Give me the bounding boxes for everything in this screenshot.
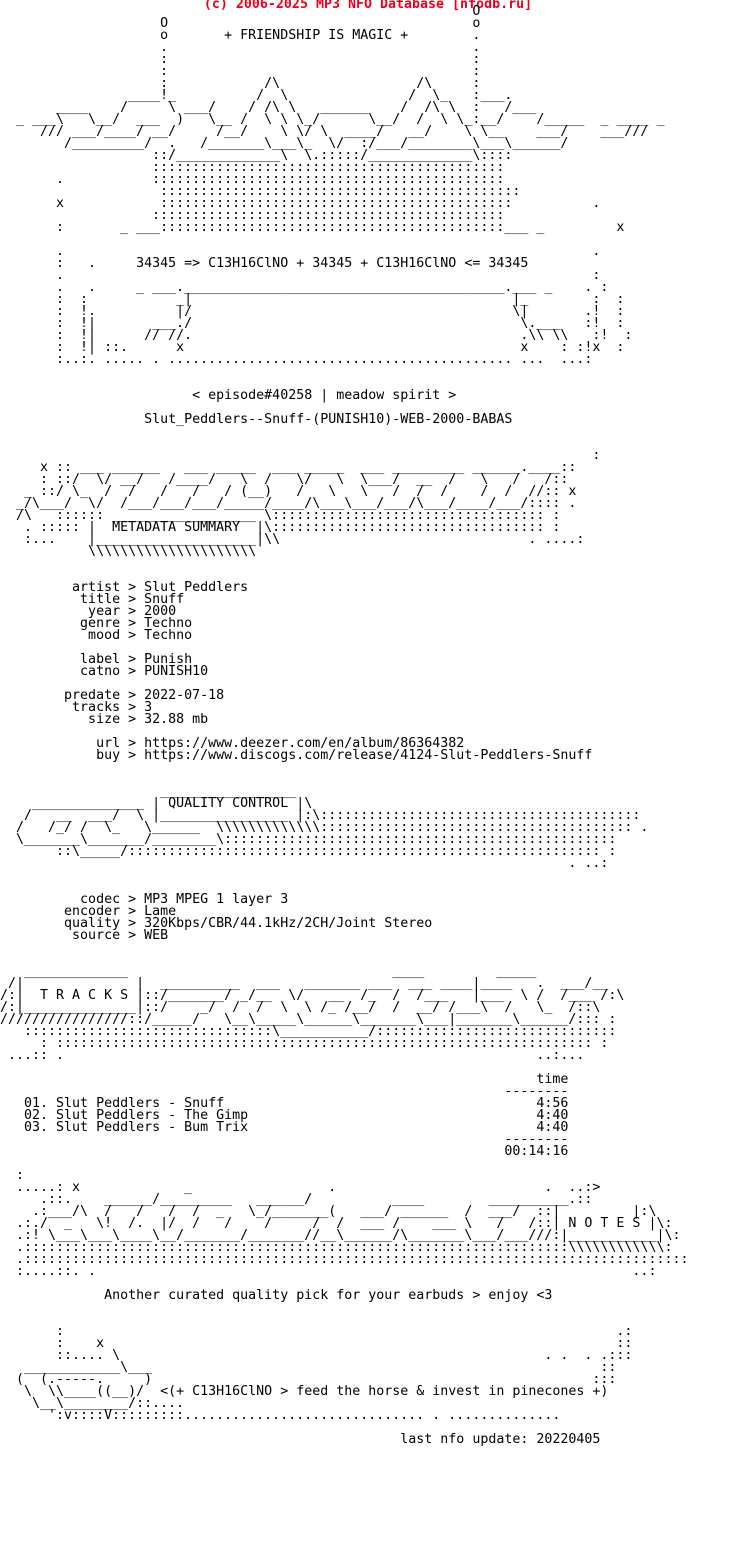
nfo-text-body: O O o o + FRIENDSHIP IS MAGIC + . . . [0, 4, 689, 1447]
site-credit-header: (c) 2006-2025 MP3 NFO Database [nfodb.ru… [203, 0, 533, 12]
